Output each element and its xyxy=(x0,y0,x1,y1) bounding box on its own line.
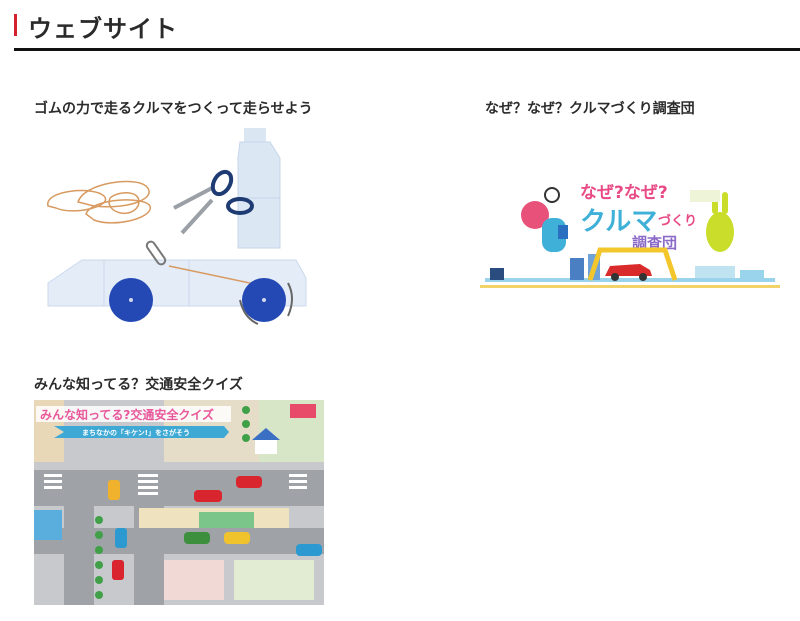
section-title: ウェブサイト xyxy=(28,15,178,43)
card-traffic-quiz[interactable]: みんな知ってる？交通安全クイズ xyxy=(34,374,243,394)
svg-text:なぜ?なぜ?: なぜ?なぜ? xyxy=(580,183,668,203)
card-title-link[interactable]: ゴムの力で走るクルマをつくって走らせよう xyxy=(34,101,313,117)
paperclip-icon xyxy=(145,240,167,266)
pink-character-icon xyxy=(521,201,549,229)
red-car-icon xyxy=(605,264,652,281)
wheel-icon xyxy=(109,278,293,325)
card-car-research[interactable]: なぜ？なぜ？クルマづくり調査団 xyxy=(485,98,695,118)
car-research-banner: なぜ?なぜ? クルマ づくり 調査団 xyxy=(480,183,780,288)
car-research-thumbnail[interactable]: なぜ?なぜ? クルマ づくり 調査団 xyxy=(480,170,780,300)
card-title-link[interactable]: みんな知ってる？交通安全クイズ xyxy=(34,377,243,393)
rubber-car-thumbnail[interactable] xyxy=(34,128,324,328)
town-map-illustration: みんな知ってる?交通安全クイズ まちなかの「キケン!」をさがそう xyxy=(34,400,324,605)
bottle-icon xyxy=(237,128,281,249)
rubber-car-illustration xyxy=(47,128,307,325)
scissors-icon xyxy=(173,169,254,235)
rubber-band-icon xyxy=(47,180,151,224)
svg-text:まちなかの「キケン!」をさがそう: まちなかの「キケン!」をさがそう xyxy=(82,428,190,437)
accent-bar xyxy=(14,14,17,36)
section-header: ウェブサイト xyxy=(14,0,800,51)
svg-text:クルマ: クルマ xyxy=(580,207,657,237)
card-rubber-car[interactable]: ゴムの力で走るクルマをつくって走らせよう xyxy=(34,98,313,118)
card-title-link[interactable]: なぜ？なぜ？クルマづくり調査団 xyxy=(485,101,695,117)
svg-text:づくり: づくり xyxy=(658,213,697,229)
traffic-quiz-thumbnail[interactable]: みんな知ってる?交通安全クイズ まちなかの「キケン!」をさがそう xyxy=(34,400,324,605)
svg-text:みんな知ってる?交通安全クイズ: みんな知ってる?交通安全クイズ xyxy=(40,407,214,422)
